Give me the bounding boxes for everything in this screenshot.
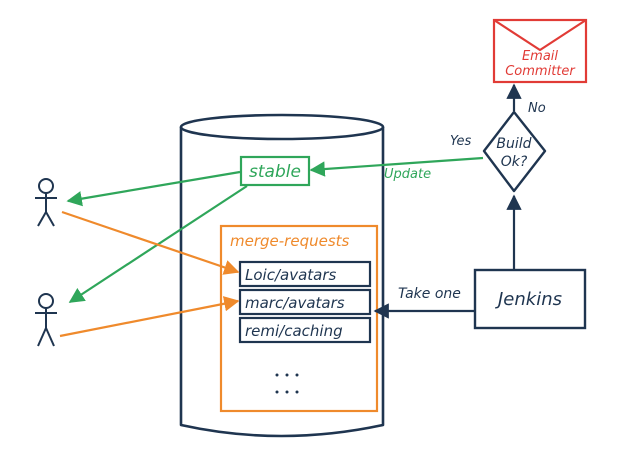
decision-line-2: Ok? (501, 154, 528, 170)
yes-label: Yes (450, 134, 472, 149)
build-ok-decision: Build Ok? (482, 110, 547, 193)
stable-to-person-top-arrow (66, 170, 241, 207)
merge-request-label: marc/avatars (245, 294, 345, 312)
jenkins-box: Jenkins (473, 268, 587, 330)
merge-request-label: Loic/avatars (245, 266, 337, 284)
more-items-ellipsis (275, 373, 299, 394)
email-committer-box: Email Committer (492, 18, 588, 84)
take-one-label: Take one (398, 286, 461, 302)
merge-requests-group: merge-requests Loic/avatars marc/avatars… (219, 224, 379, 413)
email-line-1: Email (522, 49, 558, 64)
stick-figure-icon (35, 178, 57, 227)
envelope-icon (493, 19, 587, 52)
merge-request-item-marc: marc/avatars (238, 288, 372, 316)
cylinder-body (179, 127, 385, 438)
update-arrow (309, 156, 484, 177)
decision-line-1: Build (496, 136, 531, 152)
person-top (35, 178, 57, 227)
jenkins-label: Jenkins (495, 289, 562, 310)
merge-request-item-remi: remi/caching (238, 316, 372, 344)
stick-figure-icon (35, 293, 57, 347)
update-label: Update (384, 167, 431, 182)
merge-requests-title: merge-requests (230, 232, 350, 250)
cylinder-top (179, 113, 385, 141)
repository-cylinder (179, 113, 385, 438)
merge-request-label: remi/caching (245, 322, 343, 340)
merge-request-item-loic: Loic/avatars (238, 260, 372, 288)
person-top-to-loic-arrow (61, 210, 240, 275)
stable-label: stable (249, 162, 301, 182)
person-bottom (35, 293, 57, 347)
person-bottom-to-marc-arrow (59, 296, 240, 338)
no-label: No (528, 101, 546, 116)
email-line-2: Committer (505, 64, 576, 79)
stable-branch-box: stable (239, 155, 311, 187)
